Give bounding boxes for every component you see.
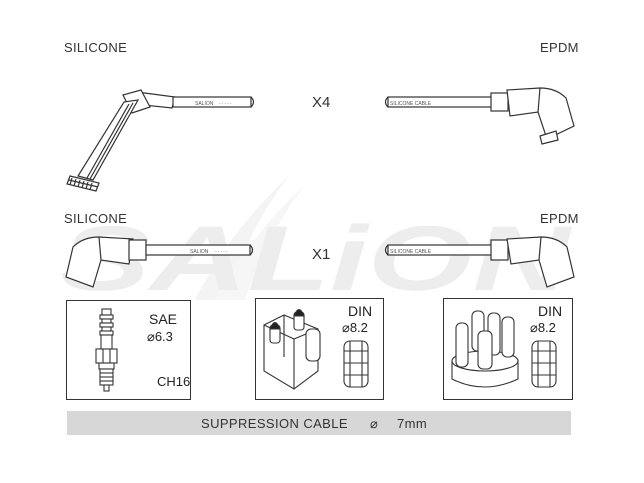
straight-boot-top-left	[66, 89, 176, 192]
watermark-swoosh	[195, 175, 305, 300]
cable-print-material-mid: SILICONE CABLE	[390, 249, 432, 255]
plug-diameter-label: ⌀6.3	[147, 329, 173, 344]
cable-top-left: SALION - - - - -	[172, 96, 255, 108]
label-silicone-top: SILICONE	[64, 40, 128, 55]
plug-terminal-box: SAE ⌀6.3 CH16	[66, 300, 191, 400]
spark-plug-drawing	[95, 308, 118, 392]
banner-value: 7mm	[397, 416, 428, 431]
cable-print-brand-top: SALION	[195, 101, 214, 107]
suppression-cable-banner: SUPPRESSION CABLE ⌀ 7mm	[67, 411, 571, 435]
banner-diameter-symbol: ⌀	[370, 416, 379, 431]
angled-boot-mid-right	[490, 236, 575, 288]
distributor-cap-drawing	[451, 310, 557, 388]
cable-print-brand-mid: SALION	[190, 249, 209, 255]
svg-text:- - - - -: - - - - -	[215, 249, 228, 254]
banner-text: SUPPRESSION CABLE	[201, 416, 348, 431]
label-silicone-mid: SILICONE	[64, 211, 128, 226]
label-epdm-top: EPDM	[540, 40, 579, 55]
multiplier-x1: X1	[312, 246, 331, 263]
din2-diameter-label: ⌀8.2	[530, 320, 556, 335]
plug-hex-label: CH16	[157, 374, 191, 389]
angled-boot-top-right	[490, 87, 575, 145]
din2-std-label: DIN	[538, 303, 563, 319]
cable-top-right: SILICONE CABLE	[384, 96, 493, 108]
din1-diameter-label: ⌀8.2	[342, 320, 368, 335]
label-epdm-mid: EPDM	[540, 211, 579, 226]
cable-mid-right: SILICONE CABLE	[384, 244, 493, 256]
cable-print-material-top: SILICONE CABLE	[390, 101, 432, 107]
din-distributor-box: DIN ⌀8.2	[443, 298, 573, 400]
multiplier-x4: X4	[312, 94, 331, 111]
angled-boot-mid-left	[65, 236, 147, 288]
plug-std-label: SAE	[149, 311, 178, 327]
cable-mid-left: SALION - - - - -	[145, 244, 254, 256]
din-coil-drawing	[263, 308, 369, 390]
din1-std-label: DIN	[348, 303, 373, 319]
din-coil-box: DIN ⌀8.2	[255, 298, 384, 400]
svg-text:- - - - -: - - - - -	[219, 101, 232, 106]
